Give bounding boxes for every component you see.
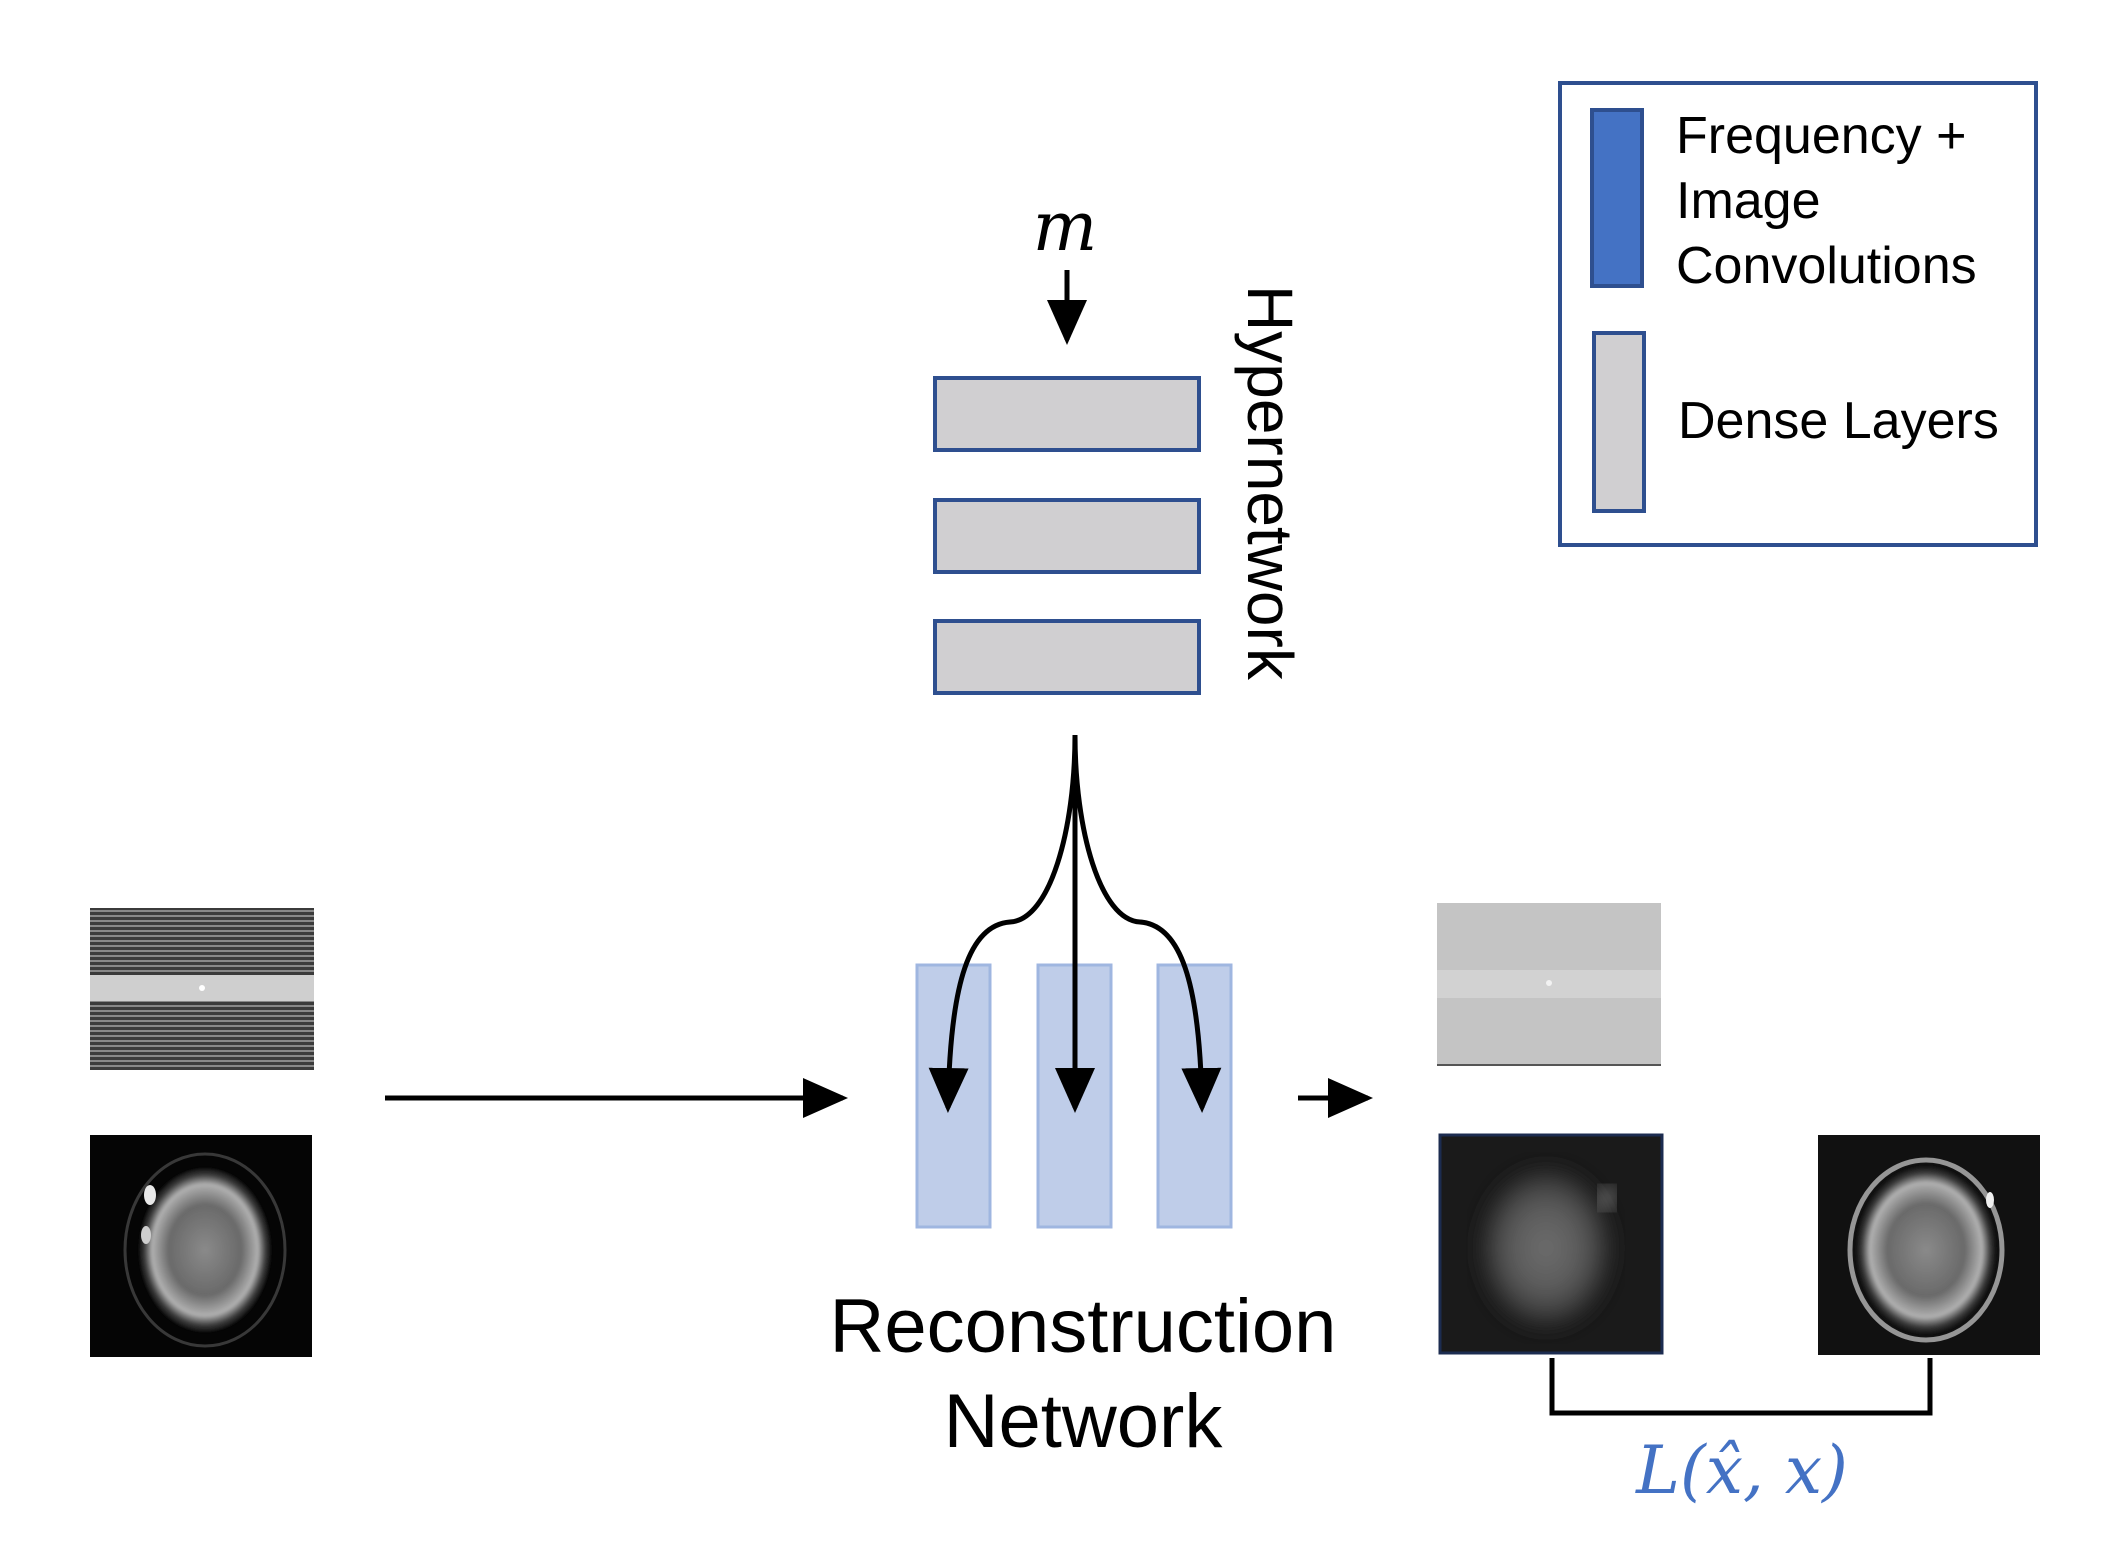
weight-arrow-right bbox=[1072, 734, 1222, 1113]
dense-layer-1 bbox=[933, 376, 1201, 452]
output-reconstructed-image bbox=[1438, 1133, 1664, 1355]
hypernetwork-label: Hypernetwork bbox=[1234, 285, 1306, 681]
dense-layer-3 bbox=[933, 619, 1201, 695]
legend-dense-swatch bbox=[1592, 331, 1646, 513]
legend-conv-label-line1: Frequency + bbox=[1676, 107, 1967, 165]
legend-dense-label: Dense Layers bbox=[1678, 392, 1999, 450]
ground-truth-image bbox=[1818, 1135, 2040, 1355]
reconstruction-label-line2: Network bbox=[944, 1379, 1224, 1464]
loss-bracket bbox=[1549, 1358, 1933, 1416]
legend-conv-label-line2: Image bbox=[1676, 172, 1821, 230]
loss-label: L(x̂, x) bbox=[1635, 1432, 1848, 1509]
reconstruction-label-line1: Reconstruction bbox=[830, 1284, 1337, 1369]
output-kspace-image bbox=[1437, 903, 1661, 1066]
legend: Frequency + Image Convolutions Dense Lay… bbox=[1558, 81, 2038, 547]
legend-conv-label-line3: Convolutions bbox=[1676, 237, 1977, 295]
legend-conv-swatch bbox=[1590, 108, 1644, 288]
dense-layer-2 bbox=[933, 498, 1201, 574]
input-undersampled-mri-image bbox=[90, 1135, 312, 1357]
weight-arrow-left bbox=[928, 734, 1078, 1113]
hypernetwork-input-symbol: m bbox=[1033, 188, 1097, 267]
input-kspace-image bbox=[90, 908, 314, 1070]
